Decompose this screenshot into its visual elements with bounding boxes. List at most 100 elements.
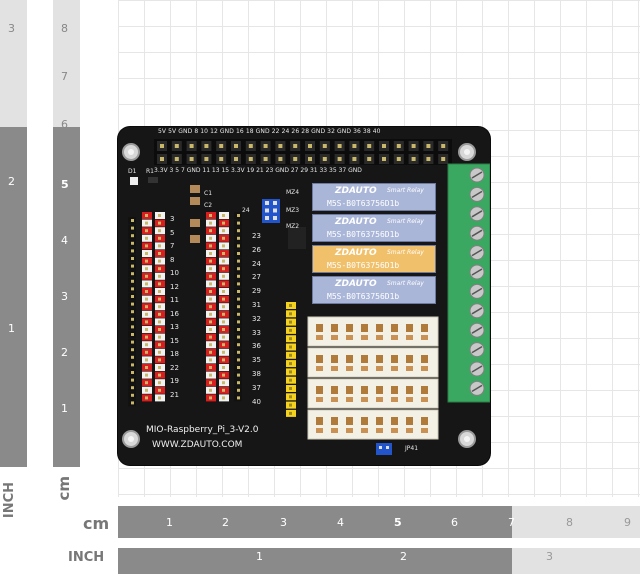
header-pin <box>158 214 161 217</box>
relay-socket-contact <box>391 428 398 433</box>
header-pin <box>158 274 161 278</box>
header-pin <box>209 214 212 217</box>
header-pin <box>222 305 225 309</box>
header-pin <box>145 290 148 293</box>
terminal-screw-slot <box>471 171 483 179</box>
cm-ruler-left-lower <box>53 127 80 467</box>
relay-socket-contact <box>316 417 323 425</box>
relay-socket-contact <box>346 335 353 340</box>
header-pin <box>222 381 225 385</box>
header-pin <box>145 236 148 240</box>
header-pin <box>145 335 148 339</box>
header-pin <box>145 244 148 248</box>
relay-socket <box>307 347 439 378</box>
header-pin <box>145 312 148 316</box>
ruler-number: 5 <box>61 178 69 191</box>
relay-socket-contact <box>376 417 383 425</box>
ruler-number: 9 <box>624 516 631 529</box>
gpio-pin <box>337 157 342 161</box>
relay-brand: ZDAUTO <box>335 279 377 289</box>
gpio-pin <box>248 157 253 161</box>
header-pin <box>158 305 161 309</box>
header-pin <box>209 358 212 362</box>
relay-socket-contact <box>406 386 413 394</box>
relay-socket-contact <box>391 386 398 394</box>
header-pin <box>237 244 240 248</box>
pin-number-label: 7 <box>170 242 175 250</box>
relay-socket-contact <box>391 335 398 340</box>
label-mz4: MZ4 <box>286 189 300 196</box>
pin-number-label: 23 <box>252 232 261 240</box>
header-pin <box>289 312 292 316</box>
relay-socket-contact <box>316 366 323 371</box>
header-pin <box>209 312 212 316</box>
relay-socket-contact <box>406 397 413 402</box>
header-pin <box>158 350 161 354</box>
header-pin <box>209 335 212 339</box>
header-pin <box>145 282 148 286</box>
relay-model: M5S-B0T63756D1b <box>327 230 400 239</box>
header-pin <box>158 320 161 324</box>
header-pin <box>237 274 240 278</box>
header-pin <box>237 373 240 377</box>
relay-model: M5S-B0T63756D1b <box>327 292 400 301</box>
header-pin <box>145 328 148 331</box>
gpio-pin <box>382 157 386 161</box>
header-pin <box>209 305 212 309</box>
relay-socket-contact <box>361 417 368 425</box>
pin-number-label: 8 <box>170 255 175 264</box>
header-pin <box>237 328 240 331</box>
jumper-pin <box>265 208 269 213</box>
ruler-number: 2 <box>222 516 229 529</box>
gpio-pin <box>189 144 194 148</box>
gpio-pin <box>411 144 416 148</box>
gpio-pin <box>352 144 357 148</box>
header-pin <box>145 259 148 263</box>
header-pin <box>131 257 134 260</box>
capacitor <box>190 219 200 227</box>
ruler-number: 5 <box>394 516 402 529</box>
gpio-pin <box>263 144 268 148</box>
ruler-number: 1 <box>256 550 263 563</box>
header-pin <box>237 312 240 316</box>
header-pin <box>209 350 212 354</box>
header-pin <box>289 395 292 399</box>
header-pin <box>209 366 212 369</box>
ruler-unit-label: cm <box>55 476 73 501</box>
ruler-number: 2 <box>61 346 68 359</box>
ruler-unit-label: INCH <box>2 482 17 519</box>
relay-socket-contact <box>316 428 323 433</box>
header-pin <box>237 381 240 385</box>
jumper-pin <box>265 201 269 205</box>
relay-socket-contact <box>361 428 368 433</box>
gpio-pin <box>293 144 298 148</box>
gpio-pin <box>219 157 224 161</box>
ruler-number: 6 <box>451 516 458 529</box>
header-pin <box>222 388 225 392</box>
header-pin <box>131 310 134 314</box>
header-pin <box>289 403 292 407</box>
header-pin <box>237 305 240 309</box>
gpio-pin <box>234 157 238 161</box>
pin-number-label: 33 <box>252 328 261 337</box>
ruler-number: 2 <box>400 550 407 563</box>
header-pin <box>289 353 292 357</box>
relay-socket-contact <box>331 428 338 433</box>
header-pin <box>209 274 212 278</box>
header-pin <box>222 259 225 263</box>
header-pin <box>131 401 134 405</box>
terminal-screw-slot <box>471 307 483 315</box>
header-pin <box>209 320 212 324</box>
header-pin <box>237 350 240 354</box>
header-pin <box>237 297 240 301</box>
header-pin <box>145 358 148 362</box>
jumper-pin <box>386 446 389 449</box>
relay-socket-contact <box>376 324 383 332</box>
header-pin <box>222 312 225 316</box>
ic-chip <box>288 227 306 249</box>
header-pin <box>209 229 212 233</box>
relay-socket-contact <box>421 366 428 371</box>
header-pin <box>145 305 148 309</box>
relay-socket <box>307 378 439 409</box>
header-pin <box>289 411 292 415</box>
